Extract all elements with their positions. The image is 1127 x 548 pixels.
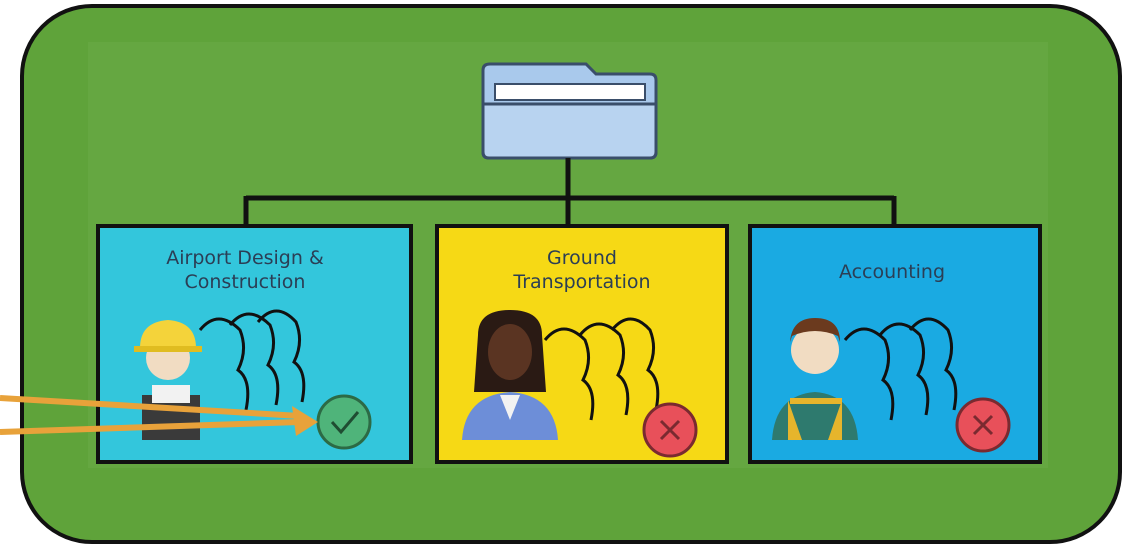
connector-lines [243,158,897,228]
construction-worker-icon [134,320,202,440]
x-icon [955,397,1011,453]
folder-icon [481,62,658,160]
department-label-airport: Airport Design & Construction [166,247,324,293]
checkmark-icon [316,394,372,450]
arrow-icon [0,395,318,436]
businesswoman-icon [462,310,558,440]
department-label-ground: Ground Transportation [513,247,651,293]
x-icon [642,402,698,458]
crowd-outline-icon [198,309,958,421]
worker-vest-icon [772,318,858,440]
department-label-accounting: Accounting [838,261,946,283]
